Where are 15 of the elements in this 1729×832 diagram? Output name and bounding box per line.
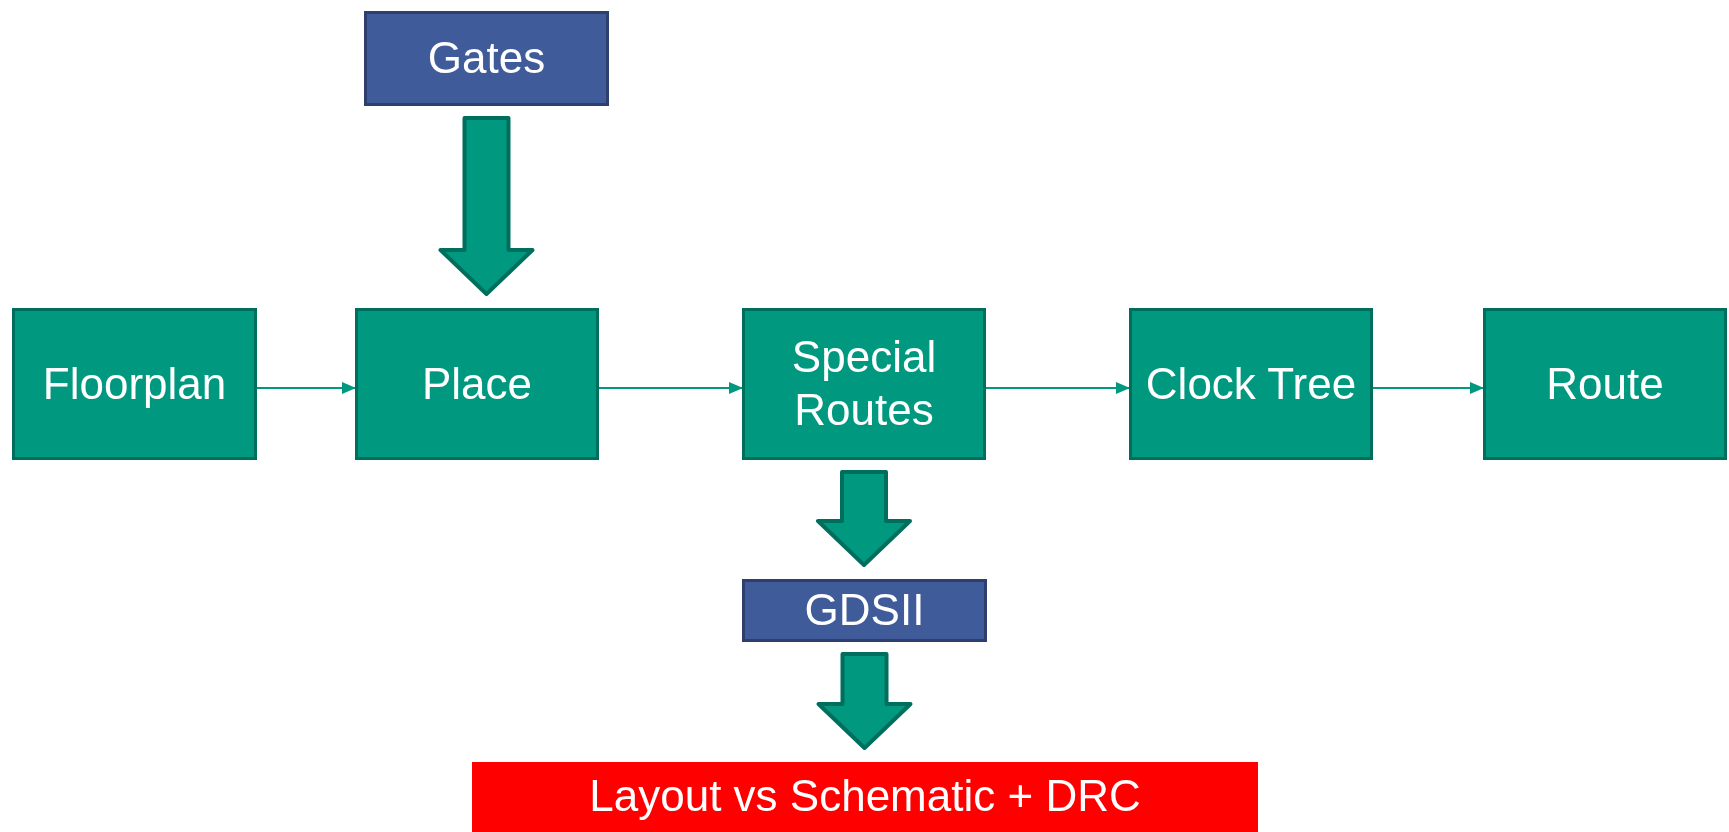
block-arrow bbox=[816, 470, 912, 567]
block-arrow bbox=[438, 116, 535, 296]
output-box: GDSII bbox=[742, 579, 987, 642]
process-box: Floorplan bbox=[12, 308, 257, 460]
block-arrow bbox=[816, 652, 913, 750]
process-box: Special Routes bbox=[742, 308, 986, 460]
verification-box: Layout vs Schematic + DRC bbox=[472, 762, 1258, 832]
process-box: Route bbox=[1483, 308, 1727, 460]
input-box: Gates bbox=[364, 11, 609, 106]
arrow bbox=[256, 382, 356, 394]
arrow bbox=[598, 382, 743, 394]
process-box: Place bbox=[355, 308, 599, 460]
arrow bbox=[1372, 382, 1484, 394]
process-box: Clock Tree bbox=[1129, 308, 1373, 460]
arrow bbox=[985, 382, 1130, 394]
